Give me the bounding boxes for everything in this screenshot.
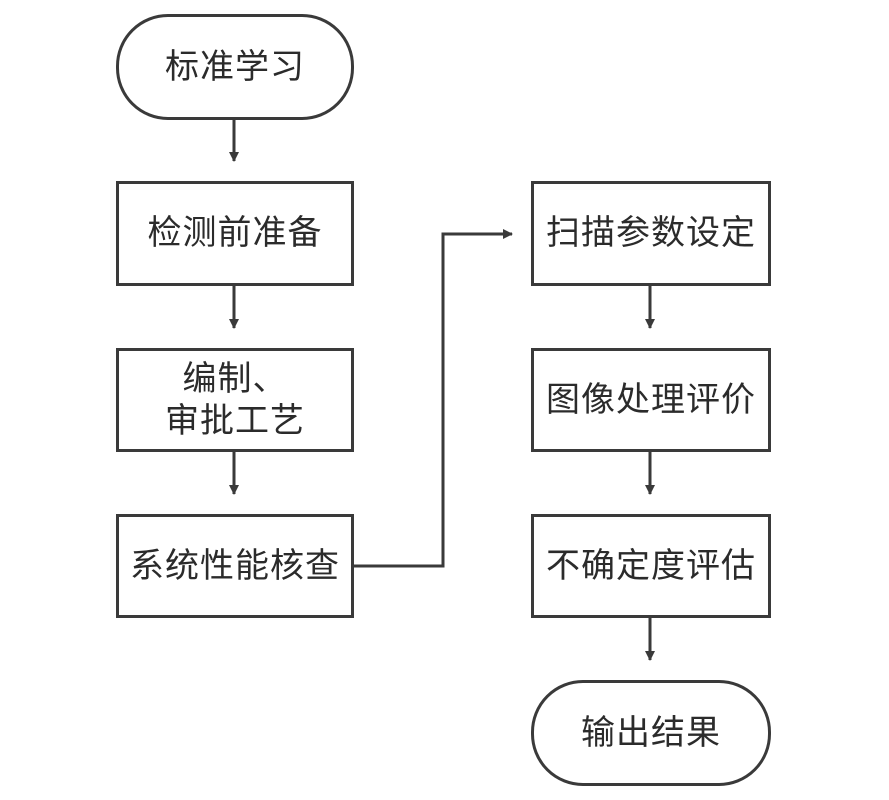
- arrow-syscheck-to-scan: [354, 229, 513, 568]
- node-prep: 检测前准备: [116, 181, 354, 286]
- node-uncert: 不确定度评估: [531, 514, 771, 618]
- node-craft-label-line2: 审批工艺: [165, 401, 305, 441]
- node-prep-label: 检测前准备: [147, 213, 323, 254]
- node-start: 标准学习: [116, 14, 354, 120]
- node-start-label: 标准学习: [165, 46, 305, 87]
- node-output-label: 输出结果: [581, 712, 721, 753]
- node-craft: 编制、 审批工艺: [116, 348, 354, 452]
- node-syscheck: 系统性能核查: [116, 514, 354, 618]
- node-scan: 扫描参数设定: [531, 181, 771, 286]
- node-image-label: 图像处理评价: [546, 379, 756, 420]
- node-scan-label: 扫描参数设定: [546, 213, 756, 254]
- node-uncert-label: 不确定度评估: [546, 545, 756, 586]
- node-image: 图像处理评价: [531, 348, 771, 452]
- node-craft-label-line1: 编制、: [182, 358, 288, 399]
- node-output: 输出结果: [531, 680, 771, 786]
- node-syscheck-label: 系统性能核查: [130, 545, 340, 586]
